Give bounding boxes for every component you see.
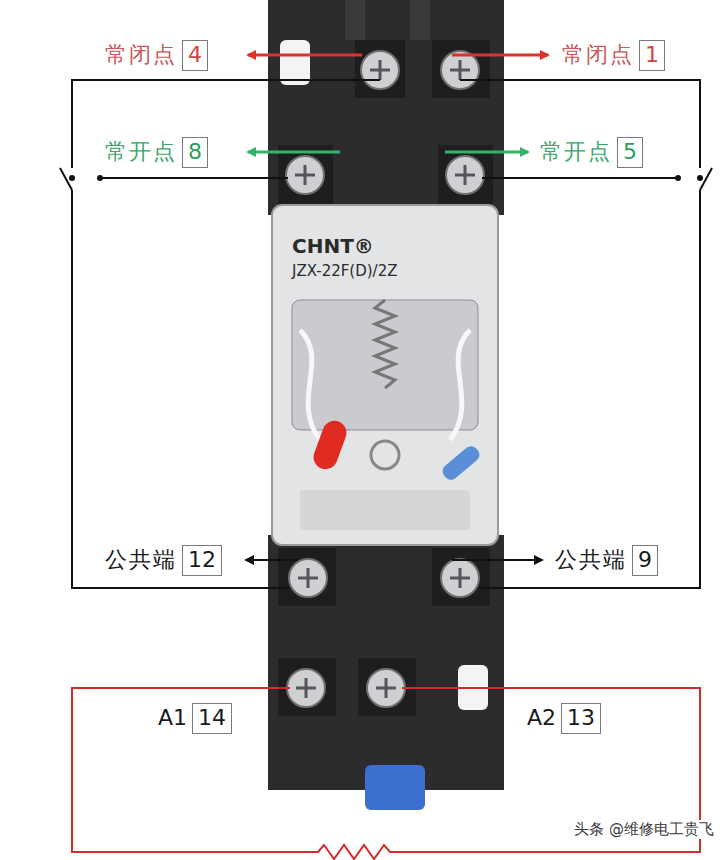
terminal-name: 常闭点 <box>105 42 177 68</box>
terminal-number: 1 <box>639 40 665 71</box>
terminal-callout: 公共端9 <box>555 545 658 576</box>
brand-mark: CHNT® <box>292 234 374 258</box>
terminal-name: 常闭点 <box>562 42 634 68</box>
terminal-number: 14 <box>192 703 232 734</box>
terminal-number: 9 <box>632 545 658 576</box>
terminal-callout: 常闭点1 <box>562 40 665 71</box>
terminal-callout: A114 <box>158 703 232 734</box>
terminal-number: 13 <box>561 703 601 734</box>
contact-wiring <box>60 80 712 588</box>
terminal-callout: 公共端12 <box>105 545 222 576</box>
terminal-name: 常开点 <box>540 139 612 165</box>
terminal-number: 5 <box>617 137 643 168</box>
leader-arrows <box>246 55 548 560</box>
model-number: JZX-22F(D)/2Z <box>292 262 397 280</box>
relay-cover <box>272 205 498 545</box>
terminal-callout: 常开点8 <box>105 137 208 168</box>
terminal-name: 常开点 <box>105 139 177 165</box>
terminal-screws <box>286 51 484 707</box>
terminal-name: A2 <box>527 705 556 731</box>
terminal-number: 8 <box>182 137 208 168</box>
watermark: 头条 @维修电工贵飞 <box>571 820 717 839</box>
terminal-name: 公共端 <box>555 547 627 573</box>
terminal-number: 12 <box>182 545 222 576</box>
terminal-name: 公共端 <box>105 547 177 573</box>
terminal-number: 4 <box>182 40 208 71</box>
terminal-callout: A213 <box>527 703 601 734</box>
terminal-callout: 常开点5 <box>540 137 643 168</box>
terminal-callout: 常闭点4 <box>105 40 208 71</box>
terminal-name: A1 <box>158 705 187 731</box>
contact-dots <box>69 175 703 181</box>
